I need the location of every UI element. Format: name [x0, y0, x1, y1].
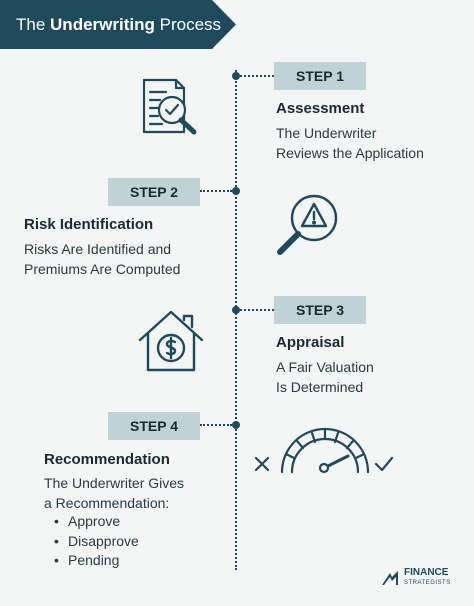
step-3-desc: A Fair Valuation Is Determined [276, 357, 374, 397]
step-4-desc-line-1: The Underwriter Gives [44, 475, 185, 491]
step-1-desc-line-2: Reviews the Application [276, 145, 424, 161]
step-4-title: Recommendation [44, 451, 170, 468]
step-2-desc-line-2: Premiums Are Computed [24, 261, 181, 277]
step-1-desc: The Underwriter Reviews the Application [276, 123, 424, 163]
step-3-desc-line-1: A Fair Valuation [276, 359, 374, 375]
step-4-tag: STEP 4 [108, 412, 200, 440]
timeline-dot-3 [232, 306, 240, 314]
logo-mark-icon [382, 571, 398, 585]
connector-1 [240, 75, 274, 77]
step-3-desc-line-2: Is Determined [276, 379, 364, 395]
logo-line-1: FINANCE [404, 567, 449, 578]
house-dollar-icon [138, 310, 204, 372]
step-2-title: Risk Identification [24, 216, 154, 233]
step-2-desc-line-1: Risks Are Identified and [24, 241, 172, 257]
step-3-tag: STEP 3 [274, 296, 366, 324]
step-2-tag: STEP 2 [108, 178, 200, 206]
connector-4 [200, 424, 232, 426]
check-icon [374, 456, 394, 472]
title-bold: Underwriting [50, 15, 155, 34]
list-item: Disapprove [52, 532, 139, 552]
timeline-dot-4 [232, 421, 240, 429]
title-suffix: Process [159, 15, 222, 34]
page-title: The Underwriting Process [0, 0, 236, 49]
warning-magnifier-icon [277, 194, 338, 255]
connector-2 [200, 190, 232, 192]
list-item: Pending [52, 551, 139, 571]
logo-line-2: STRATEGISTS [404, 580, 451, 586]
list-item: Approve [52, 512, 139, 532]
step-2-desc: Risks Are Identified and Premiums Are Co… [24, 239, 180, 279]
timeline-dot-2 [232, 187, 240, 195]
connector-3 [240, 309, 274, 311]
step-3-title: Appraisal [276, 334, 345, 351]
step-1-tag: STEP 1 [274, 62, 366, 90]
finance-strategists-logo: FINANCE STRATEGISTS [380, 568, 451, 588]
document-magnifier-icon [142, 78, 197, 135]
step-4-desc: The Underwriter Gives a Recommendation: [44, 473, 184, 513]
step-1-title: Assessment [276, 100, 365, 117]
timeline-dot-1 [232, 72, 240, 80]
gauge-icon [254, 427, 394, 474]
x-icon [254, 456, 270, 472]
step-1-desc-line-1: The Underwriter [276, 125, 377, 141]
timeline-line [235, 70, 237, 570]
recommendation-list: Approve Disapprove Pending [52, 512, 139, 571]
step-4-desc-line-2: a Recommendation: [44, 495, 170, 511]
title-prefix: The [16, 15, 46, 34]
